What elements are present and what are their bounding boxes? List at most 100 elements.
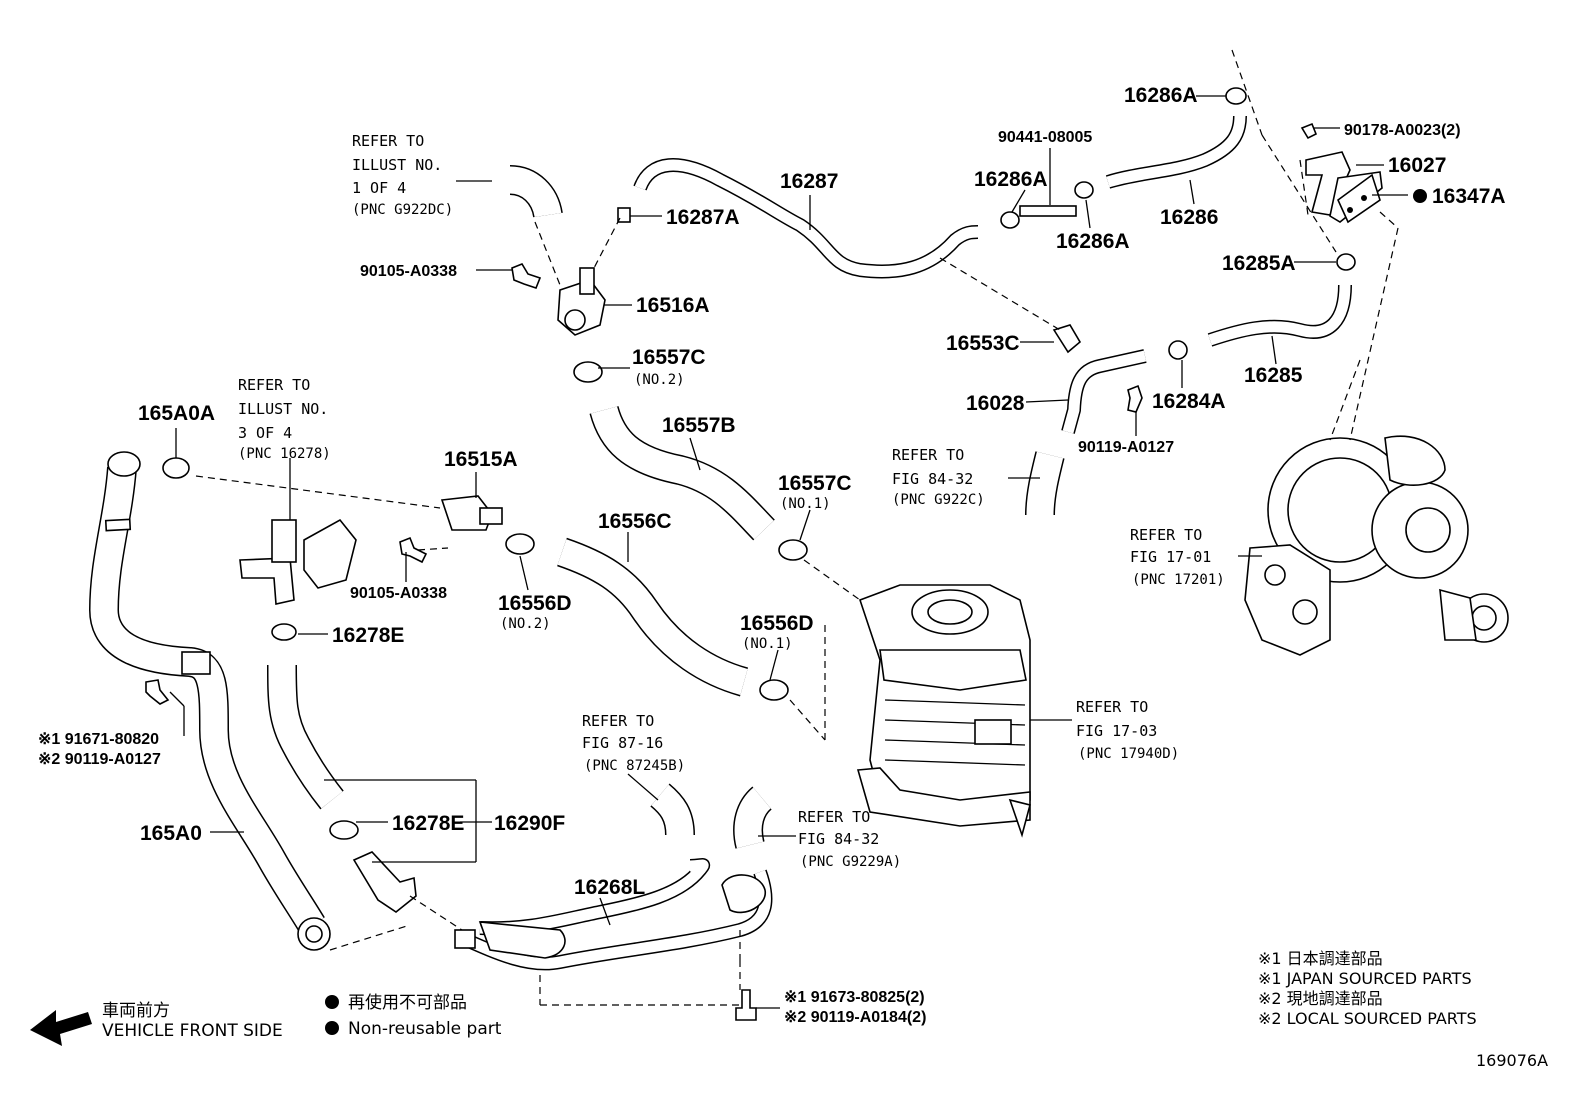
svg-text:(PNC G9229A): (PNC G9229A) (800, 854, 901, 870)
refer-2: REFER TO ILLUST NO. 3 OF 4 (PNC 16278) (238, 376, 331, 462)
label-16278E-bottom: 16278E (392, 812, 464, 835)
refer-6: REFER TO FIG 87-16 (PNC 87245B) (582, 712, 685, 774)
bullet-icon (325, 1021, 339, 1035)
refer-5: REFER TO FIG 17-03 (PNC 17940D) (1076, 698, 1179, 762)
label-16028: 16028 (966, 392, 1025, 415)
refer-3: REFER TO FIG 84-32 (PNC G922C) (892, 446, 985, 508)
refer-1: REFER TO ILLUST NO. 1 OF 4 (PNC G922DC) (352, 132, 453, 218)
part-16278-bracket (239, 518, 357, 605)
svg-text:FIG 84-32: FIG 84-32 (892, 470, 973, 488)
label-16287A: 16287A (666, 206, 740, 229)
part-16028 (1052, 324, 1147, 434)
label-16557C-right: 16557C (778, 472, 852, 495)
dashed-guides (195, 49, 1399, 1006)
label-16268L: 16268L (574, 876, 645, 899)
bolts (145, 122, 1318, 1021)
svg-text:REFER TO: REFER TO (892, 446, 964, 464)
label-91673: ※1 91673-80825(2) (784, 989, 925, 1006)
label-165A0: 165A0 (140, 822, 202, 845)
hose-16286 (1105, 115, 1247, 189)
label-90441: 90441-08005 (998, 129, 1092, 146)
label-16285: 16285 (1244, 364, 1303, 387)
part-16516A (557, 267, 606, 336)
label-16290F: 16290F (494, 812, 565, 835)
svg-text:FIG 17-03: FIG 17-03 (1076, 722, 1157, 740)
part-turbocharger (1244, 435, 1509, 656)
refer-7: REFER TO FIG 84-32 (PNC G9229A) (798, 808, 901, 870)
svg-text:(PNC G922C): (PNC G922C) (892, 492, 985, 508)
svg-text:FIG 17-01: FIG 17-01 (1130, 548, 1211, 566)
label-16515A: 16515A (444, 448, 518, 471)
svg-text:(PNC 87245B): (PNC 87245B) (584, 758, 685, 774)
svg-text:(PNC 17201): (PNC 17201) (1132, 572, 1225, 588)
label-16556D-left: 16556D (498, 592, 572, 615)
vehicle-front-en: VEHICLE FRONT SIDE (102, 1021, 283, 1041)
label-16027: 16027 (1388, 154, 1446, 177)
label-16287: 16287 (780, 170, 838, 193)
label-16347A: 16347A (1432, 185, 1506, 208)
label-90178: 90178-A0023(2) (1344, 122, 1461, 139)
svg-text:REFER TO: REFER TO (582, 712, 654, 730)
hose-165A0 (89, 451, 331, 951)
figure-id: 169076A (1476, 1051, 1548, 1070)
hose-16290F (267, 664, 344, 810)
svg-text:ILLUST NO.: ILLUST NO. (352, 156, 442, 174)
svg-text:(PNC 17940D): (PNC 17940D) (1078, 746, 1179, 762)
label-16553C: 16553C (946, 332, 1020, 355)
svg-text:FIG 84-32: FIG 84-32 (798, 830, 879, 848)
svg-text:REFER TO: REFER TO (352, 132, 424, 150)
vehicle-front-jp: 車両前方 (102, 1001, 170, 1021)
svg-text:REFER TO: REFER TO (238, 376, 310, 394)
label-90105-mid: 90105-A0338 (350, 585, 447, 602)
label-90119-mid: 90119-A0127 (1078, 439, 1174, 456)
label-90119-left: ※2 90119-A0127 (38, 751, 161, 768)
label-16285A: 16285A (1222, 252, 1296, 275)
svg-text:REFER TO: REFER TO (1130, 526, 1202, 544)
label-16516A: 16516A (636, 294, 710, 317)
refer-4: REFER TO FIG 17-01 (PNC 17201) (1130, 526, 1225, 588)
hose-16557B (589, 405, 775, 541)
label-16286: 16286 (1160, 206, 1218, 229)
part-16027 (1305, 151, 1383, 224)
pipe-16268L (454, 858, 773, 971)
svg-text:ILLUST NO.: ILLUST NO. (238, 400, 328, 418)
leader-lines (169, 95, 1408, 1009)
svg-text:REFER TO: REFER TO (798, 808, 870, 826)
hose-16285 (1207, 284, 1352, 347)
label-165A0A: 165A0A (138, 402, 215, 425)
label-90119-bottom: ※2 90119-A0184(2) (784, 1009, 926, 1026)
label-16286A-top: 16286A (1124, 84, 1198, 107)
part-16290F-outlet (352, 851, 417, 913)
ref-hose-stubs (508, 165, 1065, 849)
svg-text:REFER TO: REFER TO (1076, 698, 1148, 716)
svg-text:1 OF 4: 1 OF 4 (352, 179, 406, 197)
label-16278E-top: 16278E (332, 624, 404, 647)
label-91671: ※1 91671-80820 (38, 731, 159, 748)
label-90105-top: 90105-A0338 (360, 263, 457, 280)
non-reusable-legend: 再使用不可部品 Non-reusable part (325, 992, 502, 1039)
sourcing-notes: ※1 日本調達部品 ※1 JAPAN SOURCED PARTS ※2 現地調達… (1258, 949, 1477, 1028)
svg-text:(PNC 16278): (PNC 16278) (238, 446, 331, 462)
bullet-icon (325, 995, 339, 1009)
hose-16556C (557, 537, 749, 697)
label-16557C-no1: (NO.1) (780, 496, 831, 512)
non-reusable-dot-16347A (1413, 189, 1427, 203)
label-16286A-low: 16286A (1056, 230, 1130, 253)
svg-text:3 OF 4: 3 OF 4 (238, 424, 292, 442)
clamps (162, 87, 1356, 840)
non-reusable-jp: 再使用不可部品 (348, 992, 467, 1013)
note-2: ※1 JAPAN SOURCED PARTS (1258, 969, 1472, 988)
label-16557C-top: 16557C (632, 346, 706, 369)
label-16286A-mid: 16286A (974, 168, 1048, 191)
note-4: ※2 LOCAL SOURCED PARTS (1258, 1009, 1477, 1028)
label-16557B: 16557B (662, 414, 736, 437)
label-16556C: 16556C (598, 510, 672, 533)
svg-text:(PNC G922DC): (PNC G922DC) (352, 202, 453, 218)
label-16556D-right: 16556D (740, 612, 814, 635)
part-16515A (440, 495, 503, 531)
label-16557C-no2: (NO.2) (634, 372, 685, 388)
part-intercooler (856, 584, 1031, 838)
label-16284A: 16284A (1152, 390, 1226, 413)
non-reusable-en: Non-reusable part (348, 1019, 502, 1039)
